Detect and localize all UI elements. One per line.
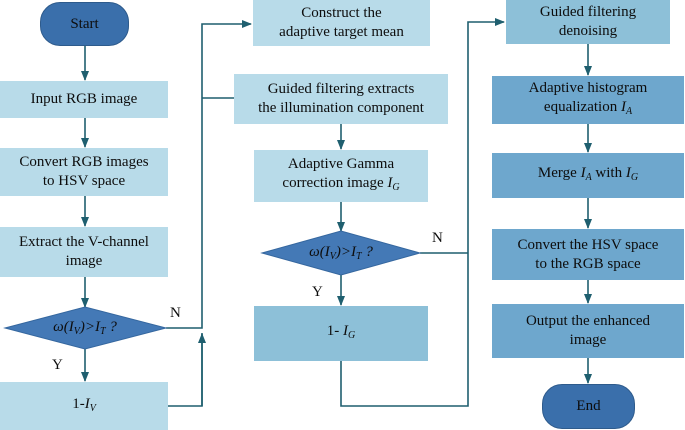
one-minus-ig-label: 1- IG [326,323,356,341]
guided-illumination-box: Guided filtering extracts the illuminati… [234,74,448,124]
extract-v-line1: Extract the V-channel [19,234,149,250]
gamma-correction-line1: Adaptive Gamma [287,156,395,172]
end-label: End [576,398,601,414]
merge-box: Merge IA with IG [492,153,684,198]
histogram-line1: Adaptive histogram [528,80,648,96]
one-minus-ig-box: 1- IG [254,306,428,361]
output-image-box: Output the enhanced image [492,304,684,358]
guided-denoising-box: Guided filtering denoising [506,0,670,44]
guided-illumination-line1: Guided filtering extracts [267,81,415,97]
gamma-correction-box: Adaptive Gamma correction image IG [254,150,428,202]
decision-diamond-1 [3,306,168,350]
convert-hsv-line1: Convert RGB images [19,154,149,170]
decision-diamond-2 [260,230,422,276]
input-rgb-box: Input RGB image [0,81,168,118]
merge-label: Merge IA with IG [537,165,639,183]
hsv-to-rgb-line2: to the RGB space [535,255,641,272]
construct-mean-line1: Construct the [301,5,382,21]
line-decision1-n [166,20,252,329]
start-terminal: Start [40,2,129,46]
input-rgb-label: Input RGB image [30,91,138,107]
no-label-2: N [432,230,443,246]
gamma-correction-line2: correction image IG [282,175,400,193]
convert-hsv-box: Convert RGB images to HSV space [0,148,168,196]
line-oneminus-to-col2 [168,333,203,407]
construct-mean-line2: adaptive target mean [279,24,404,40]
one-minus-iv-label: 1-IV [72,395,96,414]
end-terminal: End [542,384,635,429]
guided-denoising-line2: denoising [558,23,618,39]
extract-v-box: Extract the V-channel image [0,227,168,277]
guided-denoising-line1: Guided filtering [539,4,637,20]
start-label: Start [70,15,99,32]
decision2-text: ω(IV)>IT ? [309,244,373,262]
extract-v-line2: image [65,253,103,269]
output-line2: image [569,332,607,348]
histogram-line2: equalization IA [543,99,633,117]
hsv-to-rgb-box: Convert the HSV space to the RGB space [492,229,684,280]
guided-illumination-line2: the illumination component [258,100,424,116]
yes-label-2: Y [312,284,323,300]
line-oneminus2-to-col3 [340,18,505,407]
convert-hsv-line2: to HSV space [42,173,126,189]
construct-mean-box: Construct the adaptive target mean [253,0,430,46]
no-label-1: N [170,305,181,321]
yes-label-1: Y [52,357,63,373]
output-line1: Output the enhanced [525,313,651,329]
hsv-to-rgb-line1: Convert the HSV space [517,236,659,253]
histogram-equalization-box: Adaptive histogram equalization IA [492,76,684,124]
one-minus-iv-box: 1-IV [0,382,168,430]
decision1-text: ω(IV)>IT ? [53,319,117,337]
